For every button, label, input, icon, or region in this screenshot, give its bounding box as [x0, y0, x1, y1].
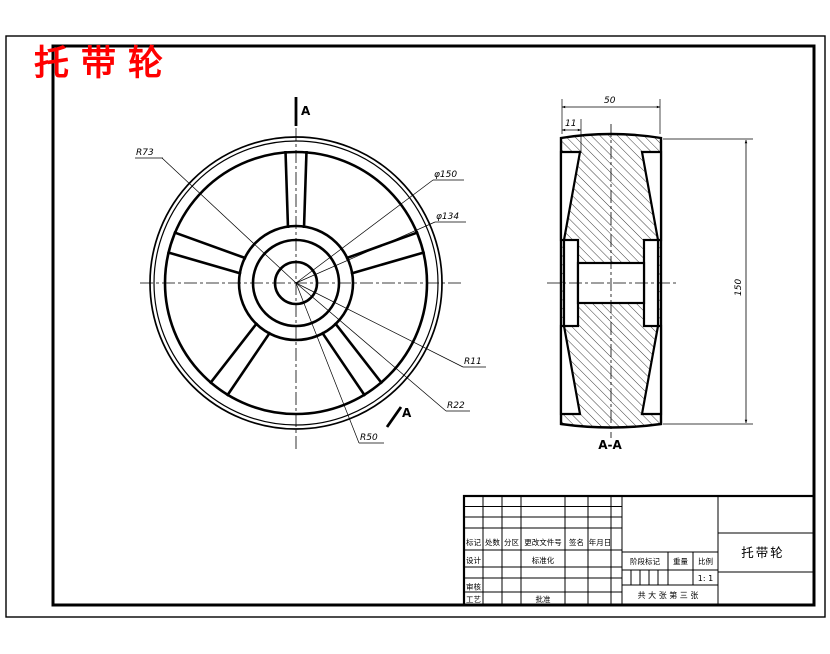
section-marker-bottom: A — [402, 406, 412, 420]
wheel-circles — [149, 136, 443, 430]
wheel-outer-circle — [149, 136, 443, 430]
dim-rim-text: 11 — [565, 119, 576, 129]
tb-stage-mark: 阶段标记 — [630, 556, 660, 566]
tb-process: 工艺 — [466, 595, 481, 604]
title-block: 标记 处数 分区 更改文件号 签名 年月日 设计 标准化 审核 工艺 批准 阶段… — [462, 494, 816, 607]
tb-col-date: 年月日 — [589, 537, 612, 547]
label-r50: R50 — [360, 433, 378, 443]
wheel-outer-inner-circle — [153, 140, 439, 426]
section-extension-lines — [561, 99, 753, 425]
section-dimension-lines — [561, 105, 748, 424]
label-d134: φ134 — [436, 212, 459, 222]
tb-audit: 审核 — [466, 582, 481, 592]
tb-weight: 重量 — [673, 557, 688, 566]
tb-part-name: 托带轮 — [741, 545, 785, 560]
tb-col-mark: 标记 — [466, 537, 481, 547]
section-marker-top: A — [301, 104, 311, 118]
hub-middle-circle — [251, 238, 341, 328]
section-view: 50 11 150 A-A — [547, 96, 753, 452]
label-r22: R22 — [447, 401, 465, 411]
tb-approve: 批准 — [536, 594, 551, 604]
frame-outer-border — [5, 35, 826, 618]
section-caption: A-A — [598, 438, 622, 452]
leader-lines — [135, 157, 486, 444]
bore-circle — [273, 260, 319, 306]
tb-standardization: 标准化 — [532, 555, 555, 565]
label-r73: R73 — [136, 148, 154, 158]
label-r11: R11 — [464, 357, 482, 367]
section-cut-line-bottom — [385, 406, 403, 428]
tb-design: 设计 — [466, 555, 481, 565]
tb-col-sign: 签名 — [569, 537, 584, 547]
tb-scale: 比例 — [698, 556, 713, 566]
tb-sheet-info: 共 大 张 第 三 张 — [638, 590, 699, 600]
label-d150: φ150 — [434, 170, 457, 180]
rim-inner-circle — [163, 150, 429, 416]
drawing-frame — [5, 35, 826, 618]
front-view-centerlines — [140, 128, 462, 449]
page-title: 托带轮 — [34, 43, 175, 84]
tb-col-filenum: 更改文件号 — [524, 537, 562, 547]
front-view: R73 φ150 φ134 R11 R22 R50 A A — [135, 97, 486, 449]
hub-outer-circle — [237, 224, 355, 342]
section-cutouts — [559, 150, 663, 416]
wheel-spokes — [166, 150, 426, 397]
title-block-grid — [464, 496, 814, 605]
wedge-bottom-right — [640, 324, 663, 416]
dim-height-text: 150 — [734, 279, 744, 296]
tb-scale-value: 1: 1 — [698, 574, 713, 583]
tb-col-zone: 分区 — [504, 538, 519, 547]
dim-width-text: 50 — [604, 96, 616, 106]
section-centerlines — [547, 124, 676, 438]
frame-inner-border — [51, 44, 816, 607]
tb-col-count: 处数 — [485, 537, 500, 547]
wedge-top-right — [640, 150, 663, 242]
